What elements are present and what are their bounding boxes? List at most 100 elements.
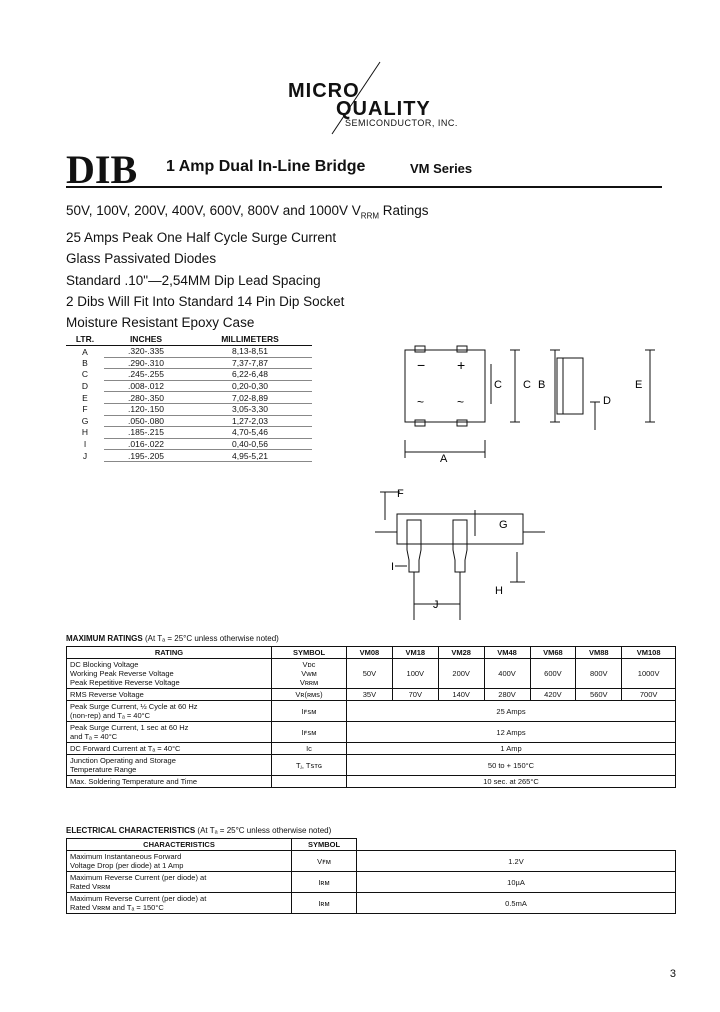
dim-inches: .320-.335 <box>104 345 188 358</box>
rating-name: DC Forward Current at Tₐ = 40°C <box>66 742 272 755</box>
rating-value: 400V <box>483 658 531 689</box>
rating-value: 420V <box>529 688 577 701</box>
dim-letter: I <box>83 439 87 450</box>
pin-label-plus: + <box>457 357 465 373</box>
rating-symbol: Tⱼ, Tꜱᴛɢ <box>271 754 347 776</box>
max-ratings-header-cell: VM68 <box>529 646 577 659</box>
characteristic-value: 10µA <box>356 871 676 893</box>
characteristic-value: 1.2V <box>356 850 676 872</box>
dim-mm: 0,40-0,56 <box>188 438 312 451</box>
rating-name: Max. Soldering Temperature and Time <box>66 775 272 788</box>
rating-value: 700V <box>621 688 676 701</box>
max-ratings-header-cell: VM08 <box>346 646 393 659</box>
dim-label-e: E <box>635 379 642 391</box>
feature-item: Glass Passivated Diodes <box>66 251 217 267</box>
dim-inches: .016-.022 <box>104 438 188 451</box>
logo-line-quality: QUALITY <box>336 98 431 120</box>
feature-item: 50V, 100V, 200V, 400V, 600V, 800V and 10… <box>66 203 429 221</box>
dim-mm: 7,02-8,89 <box>188 391 312 404</box>
feature-item: 25 Amps Peak One Half Cycle Surge Curren… <box>66 229 337 245</box>
dim-inches: .245-.255 <box>104 368 188 381</box>
electrical-title: ELECTRICAL CHARACTERISTICS <box>66 826 196 835</box>
max-ratings-title: MAXIMUM RATINGS <box>66 634 143 643</box>
rating-symbol: Iᴄ <box>271 742 347 755</box>
dim-label-g: G <box>499 519 508 531</box>
max-ratings-header-cell: VM18 <box>391 646 439 659</box>
max-ratings-header-cell: VM108 <box>621 646 676 659</box>
max-ratings-row: Peak Surge Current, ½ Cycle at 60 Hz(non… <box>66 700 676 722</box>
max-ratings-header-cell: SYMBOL <box>271 646 347 659</box>
dim-letter: C <box>81 369 89 380</box>
dim-mm: 0,20-0,30 <box>188 380 312 393</box>
electrical-heading: ELECTRICAL CHARACTERISTICS (At Tₐ = 25°C… <box>66 826 331 835</box>
dim-label-a: A <box>440 453 448 465</box>
rating-value: 140V <box>437 688 485 701</box>
rating-value: 100V <box>391 658 439 689</box>
dim-header-inches: INCHES <box>104 333 188 346</box>
characteristic-symbol: Vꜰᴍ <box>291 850 357 872</box>
logo-line-micro: MICRO <box>288 80 360 102</box>
dim-inches: .280-.350 <box>104 391 188 404</box>
rating-value: 280V <box>483 688 531 701</box>
dim-header-ltr: LTR. <box>66 333 104 346</box>
dim-header-mm: MILLIMETERS <box>188 333 312 346</box>
dim-letter: F <box>82 404 88 415</box>
pin-label-ac2: ~ <box>457 395 464 409</box>
rating-value: 600V <box>529 658 577 689</box>
rating-value: 50V <box>346 658 393 689</box>
dim-label-b: B <box>538 379 545 391</box>
rating-value: 12 Amps <box>346 721 676 743</box>
dim-mm: 1,27-2,03 <box>188 415 312 428</box>
rating-symbol <box>271 775 347 788</box>
elec-header-char: CHARACTERISTICS <box>66 838 292 851</box>
dim-label-d: D <box>603 395 611 407</box>
dim-mm: 8,13-8,51 <box>188 345 312 358</box>
max-ratings-header-cell: VM28 <box>437 646 485 659</box>
elec-header-blank <box>356 838 676 851</box>
max-ratings-note: (At Tₐ = 25°C unless otherwise noted) <box>144 634 279 643</box>
feature-item: Moisture Resistant Epoxy Case <box>66 315 255 331</box>
dim-letter: J <box>82 450 88 461</box>
max-ratings-heading: MAXIMUM RATINGS (At Tₐ = 25°C unless oth… <box>66 634 279 643</box>
dim-label-h: H <box>495 585 503 597</box>
part-code: DIB <box>66 147 138 192</box>
rating-value: 25 Amps <box>346 700 676 722</box>
title-rule <box>66 186 662 188</box>
dim-inches: .185-.215 <box>104 426 188 439</box>
max-ratings-header-cell: VM88 <box>575 646 623 659</box>
electrical-note: (At Tₐ = 25°C unless otherwise noted) <box>197 826 332 835</box>
dim-label-j: J <box>433 599 439 611</box>
dim-mm: 7,37-7,87 <box>188 357 312 370</box>
rating-symbol: Iꜰꜱᴍ <box>271 721 347 743</box>
rating-value: 70V <box>391 688 439 701</box>
dim-inches: .120-.150 <box>104 403 188 416</box>
dim-inches: .290-.310 <box>104 357 188 370</box>
rating-value: 1 Amp <box>346 742 676 755</box>
dim-letter: G <box>81 415 89 426</box>
feature-item: 2 Dibs Will Fit Into Standard 14 Pin Dip… <box>66 293 345 309</box>
feature-subscript: RRM <box>360 211 380 221</box>
package-outline <box>404 349 486 423</box>
rating-value: 200V <box>437 658 485 689</box>
rating-value: 800V <box>575 658 623 689</box>
electrical-table: CHARACTERISTICS SYMBOL Maximum Instantan… <box>66 838 676 914</box>
